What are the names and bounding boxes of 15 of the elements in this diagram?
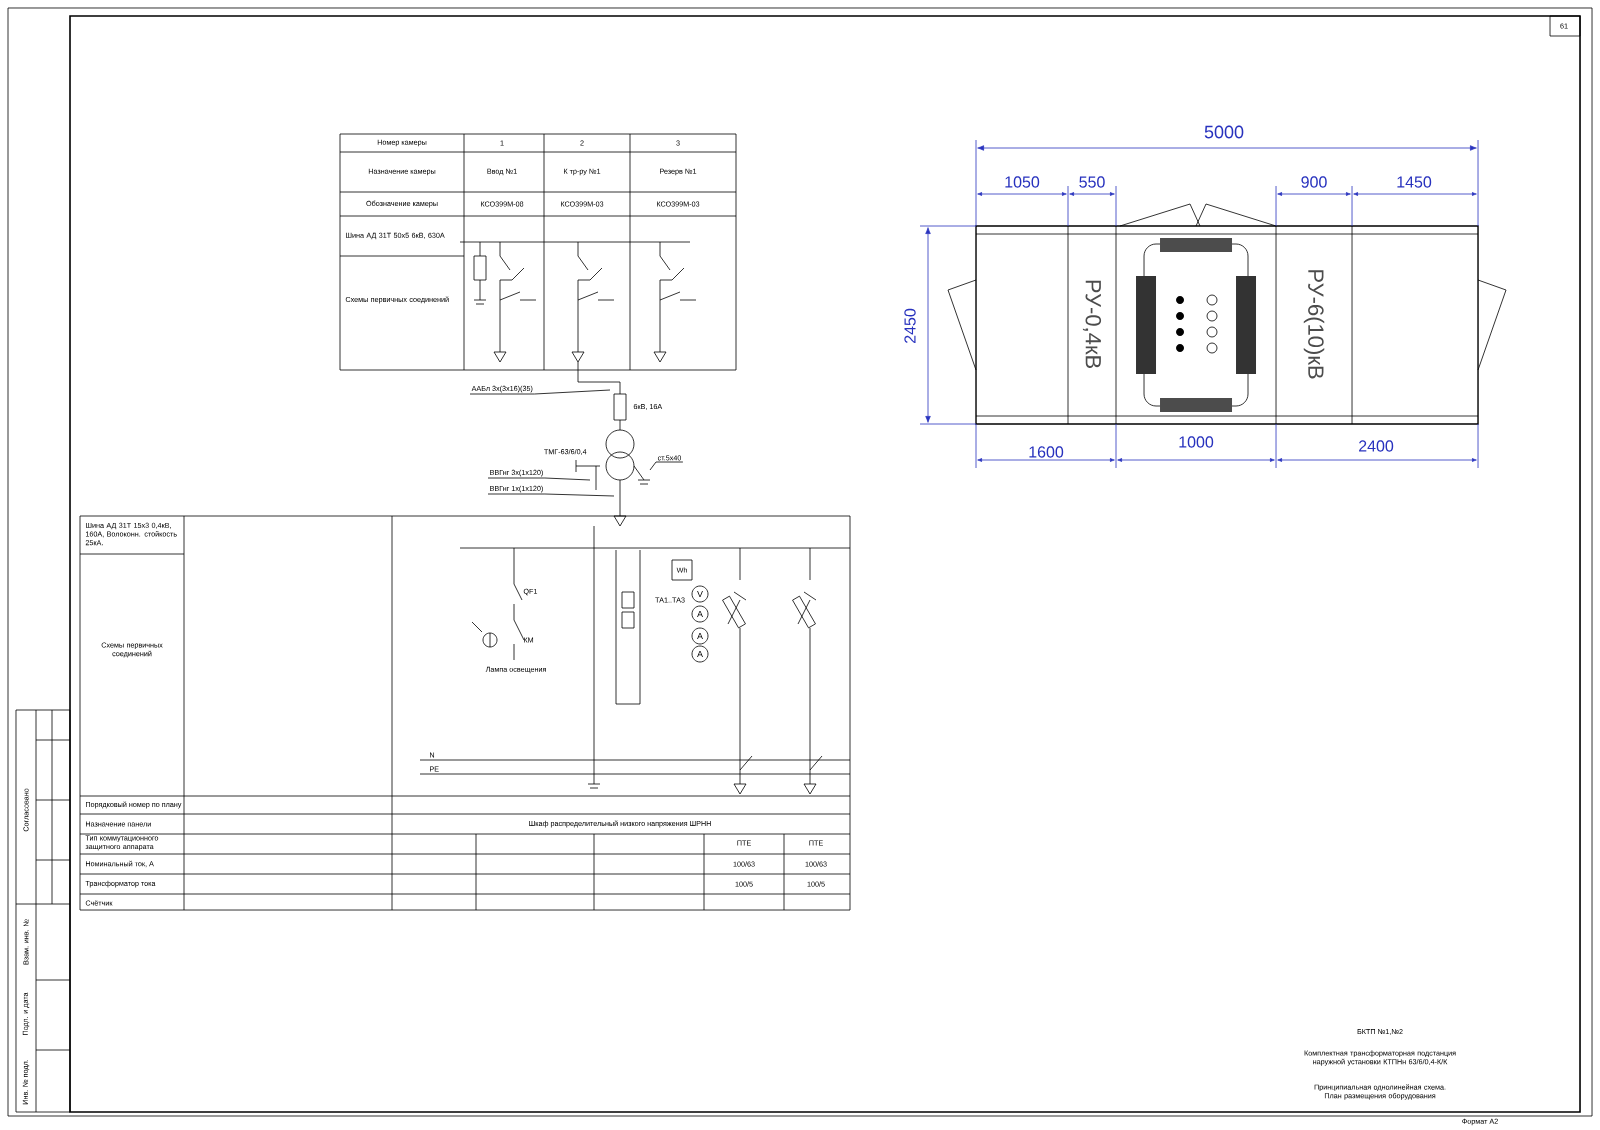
dimension-value: 2400 (1359, 440, 1394, 452)
dimension-value: 2450 (904, 308, 916, 343)
room-label: РУ-6(10)кВ (1303, 270, 1325, 379)
leader-line (487, 477, 591, 481)
leader-line (649, 461, 684, 471)
dimension-value: 5000 (1204, 125, 1244, 139)
dimension-value: 1050 (1005, 176, 1040, 188)
dimension-value: 1600 (1029, 446, 1064, 458)
dimension-value: 1000 (1179, 436, 1214, 448)
leader-line (487, 493, 615, 497)
room-label: РУ-0,4кВ (1082, 280, 1102, 369)
leader-line (469, 389, 611, 395)
dimension-value: 1450 (1397, 176, 1432, 188)
dimension-value: 550 (1079, 176, 1105, 188)
dimension-value: 900 (1301, 176, 1327, 188)
